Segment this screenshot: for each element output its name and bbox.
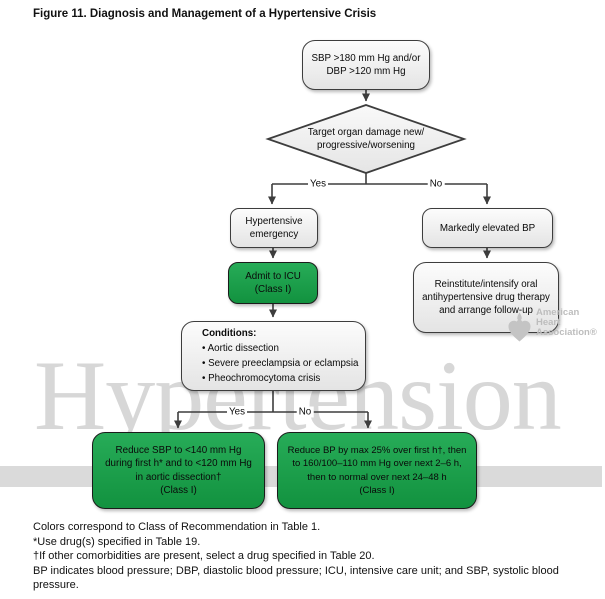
admit-icu-line: (Class I) [254, 284, 292, 295]
reduce-sbp-line: Reduce SBP to <140 mm Hg [115, 444, 242, 456]
reduce-sbp-line: during first h* and to <120 mm Hg [105, 458, 252, 469]
footnote-line: BP indicates blood pressure; DBP, diasto… [33, 564, 559, 592]
aha-logo: American Heart Association® [506, 308, 597, 346]
reduce-bp-line: Reduce BP by max 25% over first h†, then [287, 444, 467, 456]
admit-icu-box: Admit to ICU (Class I) [228, 262, 318, 304]
figure-title: Figure 11. Diagnosis and Management of a… [33, 8, 377, 20]
aha-text-line: American [536, 307, 580, 318]
start-box-line: SBP >180 mm Hg and/or [311, 53, 421, 64]
footnote-line: †If other comorbidities are present, sel… [33, 550, 375, 562]
reduce-bp-box: Reduce BP by max 25% over first h†, then… [277, 432, 477, 509]
reinstitute-therapy-box: Reinstitute/intensify oral antihypertens… [413, 262, 559, 333]
condition-bullet: • Aortic dissection [202, 343, 279, 354]
decision-line: progressive/worsening [316, 140, 416, 151]
reinstitute-line: and arrange follow-up [439, 305, 533, 316]
yes-branch-label-2: Yes [227, 406, 247, 418]
decision-diamond-shape [265, 104, 467, 174]
reduce-bp-line: (Class I) [359, 485, 395, 496]
emergency-line: Hypertensive [245, 216, 303, 227]
yes-branch-label: Yes [308, 178, 328, 190]
footnote-line: Colors correspond to Class of Recommenda… [33, 521, 321, 533]
hypertensive-emergency-box: Hypertensive emergency [230, 208, 318, 248]
aha-text-line: Heart [536, 317, 561, 328]
reduce-sbp-line: in aortic dissection† [135, 471, 222, 483]
aha-text-line: Association® [536, 327, 597, 338]
elevated-bp-line: Markedly elevated BP [439, 222, 536, 234]
reduce-sbp-line: (Class I) [160, 485, 197, 496]
aha-heart-icon [508, 312, 531, 342]
no-branch-label: No [427, 178, 445, 190]
admit-icu-line: Admit to ICU [245, 271, 301, 282]
condition-bullet: • Pheochromocytoma crisis [202, 373, 321, 384]
start-box-line: DBP >120 mm Hg [326, 66, 406, 77]
conditions-heading: Conditions: [202, 328, 257, 339]
conditions-box: Conditions: • Aortic dissection • Severe… [181, 321, 366, 391]
reduce-sbp-box: Reduce SBP to <140 mm Hg during first h*… [92, 432, 265, 509]
reinstitute-line: antihypertensive drug therapy [422, 292, 550, 303]
markedly-elevated-bp-box: Markedly elevated BP [422, 208, 553, 248]
emergency-line: emergency [249, 229, 299, 240]
decision-organ-damage: Target organ damage new/ progressive/wor… [268, 105, 464, 173]
decision-line: Target organ damage new/ [307, 127, 425, 138]
footnote-line: *Use drug(s) specified in Table 19. [33, 535, 201, 548]
reduce-bp-line: to 160/100–110 mm Hg over next 2–6 h, [292, 458, 462, 469]
reinstitute-line: Reinstitute/intensify oral [434, 279, 538, 290]
condition-bullet: • Severe preeclampsia or eclampsia [202, 358, 359, 369]
reduce-bp-line: then to normal over next 24–48 h [307, 471, 447, 483]
start-box: SBP >180 mm Hg and/or DBP >120 mm Hg [302, 40, 430, 90]
footnotes: Colors correspond to Class of Recommenda… [33, 520, 605, 593]
no-branch-label-2: No [296, 406, 314, 418]
